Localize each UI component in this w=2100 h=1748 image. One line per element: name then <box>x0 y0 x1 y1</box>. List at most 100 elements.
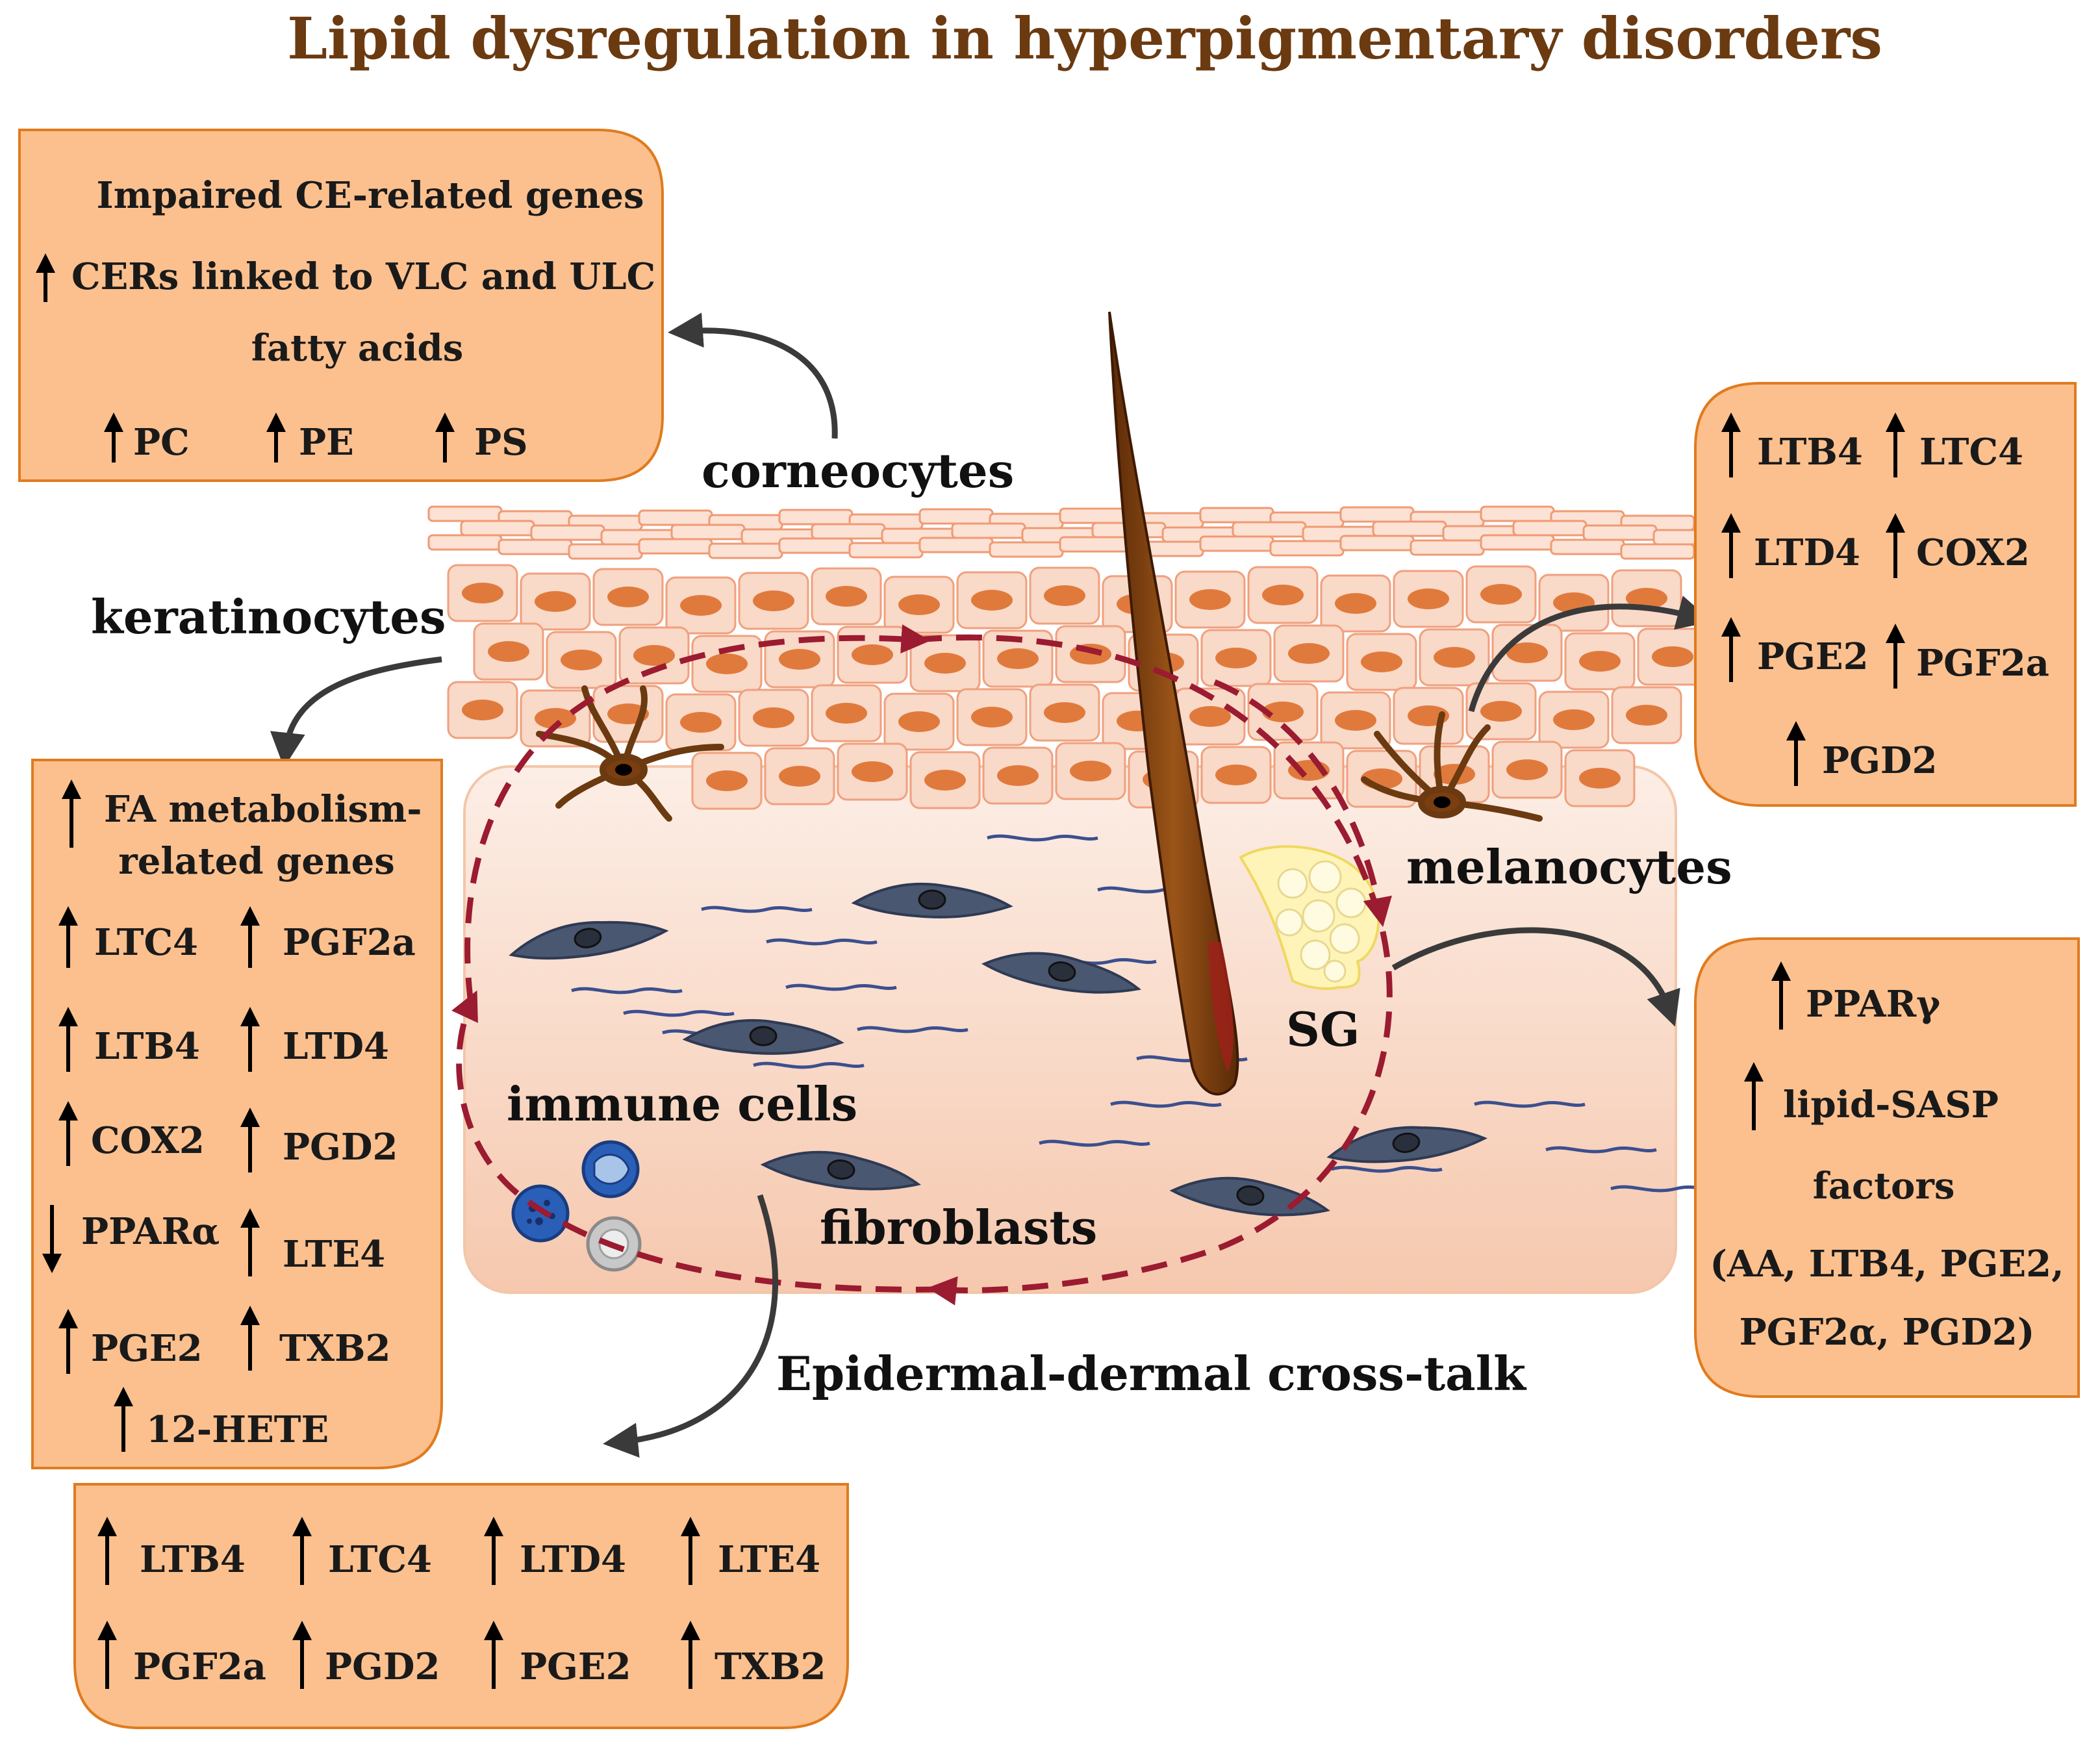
nucleus <box>1408 589 1449 609</box>
melanocytes-label: melanocytes <box>1406 839 1732 894</box>
nucleus <box>1579 651 1621 672</box>
nucleus <box>1262 702 1304 722</box>
keratinocytes-pgd2: PGD2 <box>283 1126 398 1169</box>
nucleus <box>1070 761 1111 781</box>
melanocytes-ltb4: LTB4 <box>1757 431 1863 474</box>
collagen-fiber <box>753 1061 865 1069</box>
corneocyte-flake <box>1199 535 1274 552</box>
immune-cells-label: immune cells <box>507 1076 857 1132</box>
fibroblasts-list-2: PGF2α, PGD2) <box>1739 1311 2035 1354</box>
nucleus <box>561 650 602 670</box>
immune-ltb4: LTB4 <box>140 1538 246 1581</box>
keratinocytes-pgf2a: PGF2a <box>283 921 416 964</box>
fibroblast-cell <box>682 1019 844 1055</box>
keratinocytes-pge2: PGE2 <box>91 1327 203 1370</box>
nucleus <box>1361 652 1402 672</box>
box-corneocytes: Impaired CE-related genes CERs linked to… <box>18 129 664 482</box>
corneocyte-flake <box>638 509 713 526</box>
nucleus <box>924 770 966 791</box>
nucleus <box>1044 585 1085 606</box>
corneocyte-flake <box>638 538 713 555</box>
corneocytes-label: corneocytes <box>702 443 1014 498</box>
collagen-fiber <box>987 834 1098 842</box>
crosstalk-loop <box>915 634 1393 1306</box>
corneocyte-flake <box>708 542 783 559</box>
keratinocytes-12-hete: 12-HETE <box>146 1408 329 1451</box>
corneocyte-flake <box>498 538 573 555</box>
nucleus <box>706 770 748 791</box>
corneocyte-flake <box>460 520 535 537</box>
nucleus <box>852 644 893 665</box>
arrow-keratinocytes <box>270 656 442 768</box>
nucleus <box>1553 709 1595 730</box>
keratinocytes-cox2: COX2 <box>91 1119 205 1162</box>
corneocyte-flake <box>1410 539 1485 556</box>
nucleus <box>1626 705 1667 726</box>
corneocyte-flake <box>1582 524 1658 541</box>
corneocytes-fatty-acids: fatty acids <box>251 327 463 370</box>
keratinocytes-fa-genes: FA metabolism- <box>104 788 422 831</box>
corneocyte-flake <box>811 523 886 540</box>
collagen-fiber <box>1474 1100 1586 1108</box>
nucleus <box>607 587 649 607</box>
melanocytes-pgf2a: PGF2a <box>1916 642 2049 685</box>
melanocytes-pgd2: PGD2 <box>1822 739 1937 782</box>
keratinocytes-label: keratinocytes <box>91 589 446 644</box>
box-melanocytes: LTB4 LTC4 LTD4 COX2 PGE2 PGF2a PGD2 <box>1694 382 2077 807</box>
diagram-title: Lipid dysregulation in hyperpigmentary d… <box>287 5 1882 72</box>
collagen-fiber <box>1039 1139 1150 1147</box>
corneocyte-flake <box>778 509 854 526</box>
keratinocytes-ltc4: LTC4 <box>94 921 198 964</box>
corneocyte-flake <box>1339 506 1415 523</box>
nucleus <box>1070 644 1111 665</box>
fibroblast-cell <box>851 882 1013 918</box>
corneocytes-pc: PC <box>133 421 190 464</box>
nucleus <box>1215 765 1257 785</box>
box-keratinocytes: FA metabolism- related genes LTC4 PGF2a … <box>31 759 443 1469</box>
collagen-fiber <box>1331 1165 1443 1173</box>
corneocyte-flake <box>1480 534 1555 551</box>
corneocyte-flake <box>848 542 924 559</box>
immune-lte4: LTE4 <box>718 1538 820 1581</box>
sg-label: SG <box>1286 1002 1360 1057</box>
nucleus <box>1189 589 1231 610</box>
nucleus <box>1480 584 1522 605</box>
immune-pgf2a: PGF2a <box>133 1645 266 1688</box>
corneocyte-flake <box>1620 543 1695 560</box>
nucleus <box>1434 764 1475 785</box>
immune-pgd2: PGD2 <box>325 1645 440 1688</box>
nucleus <box>488 641 529 662</box>
collagen-fiber <box>785 983 897 991</box>
nucleus <box>1579 768 1621 789</box>
nucleus <box>1434 647 1475 668</box>
sebaceous-gland <box>1239 845 1380 990</box>
nucleus <box>753 590 794 611</box>
corneocyte-flake <box>918 508 994 525</box>
keratinocytes-ppara: PPARα <box>81 1210 220 1253</box>
nucleus <box>1335 710 1376 731</box>
corneocyte-flake <box>1199 507 1274 524</box>
crosstalk-label: Epidermal-dermal cross-talk <box>776 1346 1527 1401</box>
nucleus <box>1506 642 1548 663</box>
immune-ltd4: LTD4 <box>520 1538 626 1581</box>
melanocytes-pge2: PGE2 <box>1757 635 1869 678</box>
corneocyte-flake <box>1232 521 1307 538</box>
fibroblasts-label: fibroblasts <box>820 1200 1097 1255</box>
nucleus <box>826 703 867 724</box>
arrow-corneocytes <box>668 312 838 439</box>
corneocyte-flake <box>1059 536 1134 553</box>
nucleus <box>535 591 576 612</box>
collagen-fiber <box>701 906 813 913</box>
nucleus <box>1626 588 1667 609</box>
arrow-fibroblasts <box>1391 927 1680 1027</box>
nucleus <box>706 653 748 674</box>
corneocyte-flake <box>1480 505 1555 522</box>
keratinocytes-txb2: TXB2 <box>279 1327 390 1370</box>
fibroblasts-factors: factors <box>1813 1165 1955 1208</box>
nucleus <box>898 594 940 615</box>
corneocytes-ce-genes: Impaired CE-related genes <box>97 174 644 217</box>
arrow-melanocytes <box>1468 596 1713 713</box>
hair-follicle <box>1108 311 1239 1096</box>
nucleus <box>535 708 576 729</box>
melanocyte-right <box>1361 711 1543 822</box>
